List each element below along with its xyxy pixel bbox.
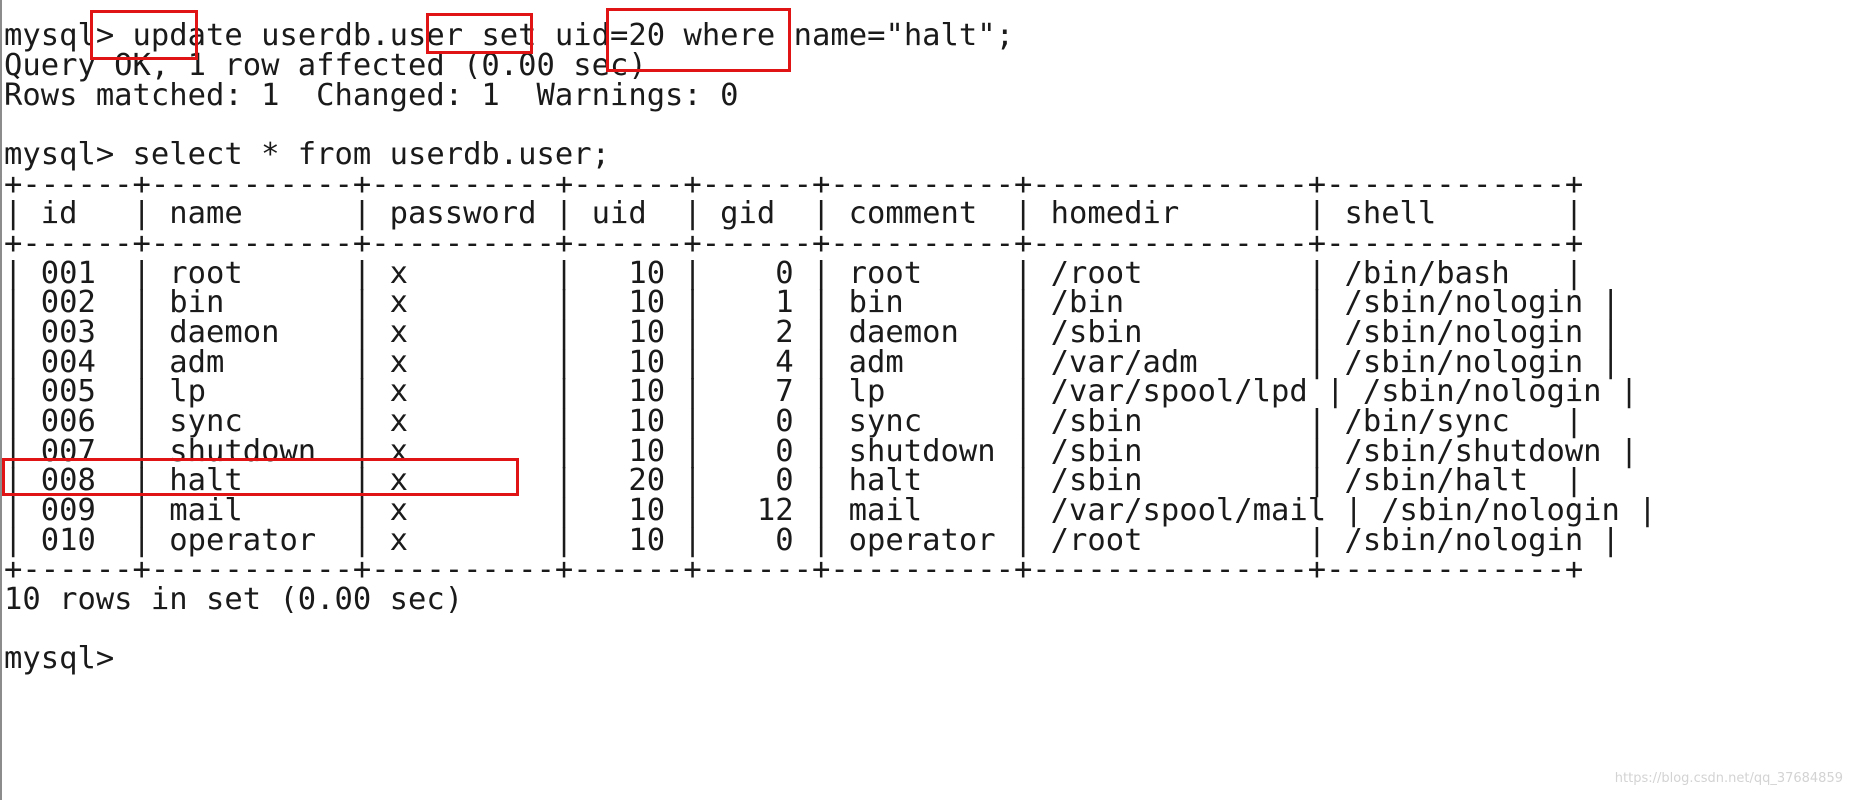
table-row: | 010 | operator | x | 10 | 0 | operator… (4, 523, 1620, 558)
update-target: userdb.user set (242, 18, 555, 53)
where-condition: name="halt"; (793, 18, 1014, 53)
where-keyword: where (665, 18, 794, 53)
table-row: | 003 | daemon | x | 10 | 2 | daemon | /… (4, 315, 1620, 350)
query-ok-line: Query OK, 1 row affected (0.00 sec) (4, 48, 647, 83)
table-border-bottom: +------+-----------+----------+------+--… (4, 552, 1584, 587)
table-border-top: +------+-----------+----------+------+--… (4, 167, 1584, 202)
final-prompt[interactable]: mysql> (4, 641, 115, 676)
select-result-line: 10 rows in set (0.00 sec) (4, 582, 464, 617)
update-keyword: update (132, 18, 243, 53)
set-clause: uid=20 (554, 18, 666, 53)
table-row: | 007 | shutdown | x | 10 | 0 | shutdown… (4, 434, 1639, 469)
watermark: https://blog.csdn.net/qq_37684859 (1614, 771, 1843, 786)
select-command-line: mysql> select * from userdb.user; (4, 137, 610, 172)
table-row: | 001 | root | x | 10 | 0 | root | /root… (4, 256, 1584, 291)
table-row: | 004 | adm | x | 10 | 4 | adm | /var/ad… (4, 345, 1620, 380)
table-border-mid: +------+-----------+----------+------+--… (4, 226, 1584, 261)
select-command: select * from userdb.user; (132, 137, 610, 172)
rows-matched-line: Rows matched: 1 Changed: 1 Warnings: 0 (4, 78, 739, 113)
prompt: mysql> (4, 137, 133, 172)
table-row: | 002 | bin | x | 10 | 1 | bin | /bin | … (4, 285, 1620, 320)
table-row: | 005 | lp | x | 10 | 7 | lp | /var/spoo… (4, 374, 1639, 409)
table-row: | 009 | mail | x | 10 | 12 | mail | /var… (4, 493, 1657, 528)
table-header-row: | id | name | password | uid | gid | com… (4, 196, 1584, 231)
table-row: | 006 | sync | x | 10 | 0 | sync | /sbin… (4, 404, 1584, 439)
prompt: mysql> (4, 18, 133, 53)
update-command-line: mysql> update userdb.user set uid=20 whe… (4, 18, 1014, 53)
table-row-highlighted: | 008 | halt | x | 20 | 0 | halt | /sbin… (4, 463, 1584, 498)
